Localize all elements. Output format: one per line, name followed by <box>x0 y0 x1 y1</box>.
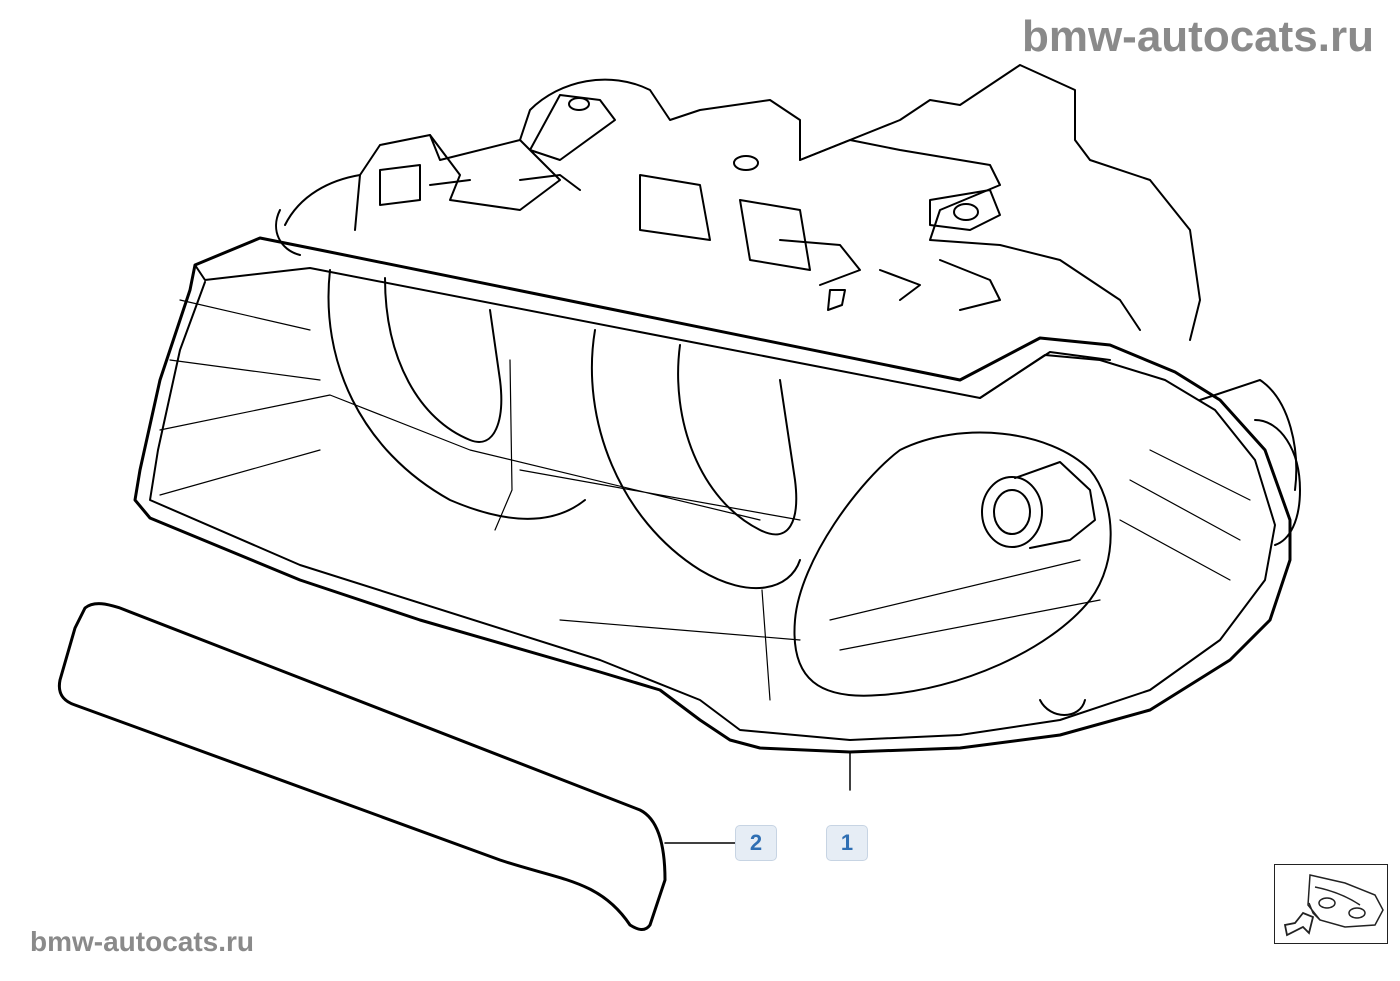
watermark-bottom: bmw-autocats.ru <box>30 926 255 957</box>
car-front-arrow-icon <box>1283 874 1384 937</box>
watermark-top: bmw-autocats.ru <box>1021 12 1374 61</box>
cover-strip <box>57 602 667 931</box>
callout-part-2[interactable]: 2 <box>735 825 777 861</box>
callout-part-1[interactable]: 1 <box>826 825 868 861</box>
navigation-thumbnail[interactable] <box>1274 864 1388 944</box>
headlight-assembly <box>133 64 1301 754</box>
